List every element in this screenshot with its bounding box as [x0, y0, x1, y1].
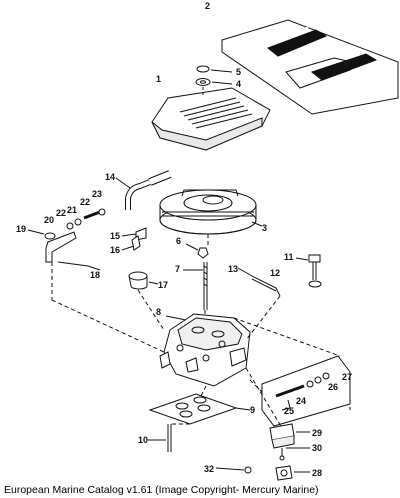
callout-5: 5	[236, 67, 241, 77]
callout-28: 28	[312, 468, 322, 478]
copyright-caption: European Marine Catalog v1.61 (Image Cop…	[4, 484, 319, 496]
grommet	[128, 271, 159, 290]
callout-30: 30	[312, 443, 322, 453]
stud-and-nut	[183, 243, 209, 310]
callout-25: 25	[284, 406, 294, 416]
callout-4: 4	[236, 79, 241, 89]
flame-arrestor-cover	[151, 87, 271, 151]
fittings	[121, 227, 147, 251]
callout-11: 11	[284, 252, 294, 262]
callout-numbers: 2 5 4 1 14 23 22 21 22 20 19 15 16 3 6 1…	[16, 1, 352, 478]
callout-18: 18	[90, 270, 100, 280]
callout-7: 7	[175, 264, 180, 274]
callout-3: 3	[262, 223, 267, 233]
callout-15: 15	[110, 231, 120, 241]
callout-16: 16	[110, 245, 120, 255]
throttle-linkage	[27, 208, 106, 271]
callout-24: 24	[296, 396, 306, 406]
bolt-and-washer	[295, 254, 322, 288]
callout-8: 8	[156, 307, 161, 317]
nut-and-washer	[195, 65, 233, 86]
flame-arrestor	[159, 189, 263, 235]
callout-17: 17	[158, 280, 168, 290]
callout-2: 2	[205, 1, 210, 11]
callout-19: 19	[16, 224, 26, 234]
callout-12: 12	[270, 268, 280, 278]
base-gasket	[148, 393, 251, 425]
callout-26: 26	[328, 382, 338, 392]
hose	[115, 170, 172, 210]
alignment-lines	[51, 234, 351, 429]
callout-32: 32	[204, 464, 214, 474]
callout-10: 10	[138, 435, 148, 445]
callout-9: 9	[250, 405, 255, 415]
callout-21: 21	[67, 205, 77, 215]
stud-bolt	[148, 424, 172, 452]
small-parts	[215, 423, 310, 481]
callout-13: 13	[228, 264, 238, 274]
exploded-view-diagram: 2 5 4 1 14 23 22 21 22 20 19 15 16 3 6 1…	[16, 1, 399, 481]
callout-23: 23	[92, 189, 102, 199]
callout-22a: 22	[80, 197, 90, 207]
callout-6: 6	[176, 236, 181, 246]
callout-27: 27	[342, 372, 352, 382]
callout-14: 14	[105, 172, 115, 182]
choke-rod	[237, 267, 281, 297]
callout-1: 1	[156, 74, 161, 84]
callout-29: 29	[312, 428, 322, 438]
carburetor	[159, 313, 251, 387]
callout-22b: 22	[56, 208, 66, 218]
callout-20: 20	[44, 215, 54, 225]
decal-sheet	[221, 19, 399, 115]
